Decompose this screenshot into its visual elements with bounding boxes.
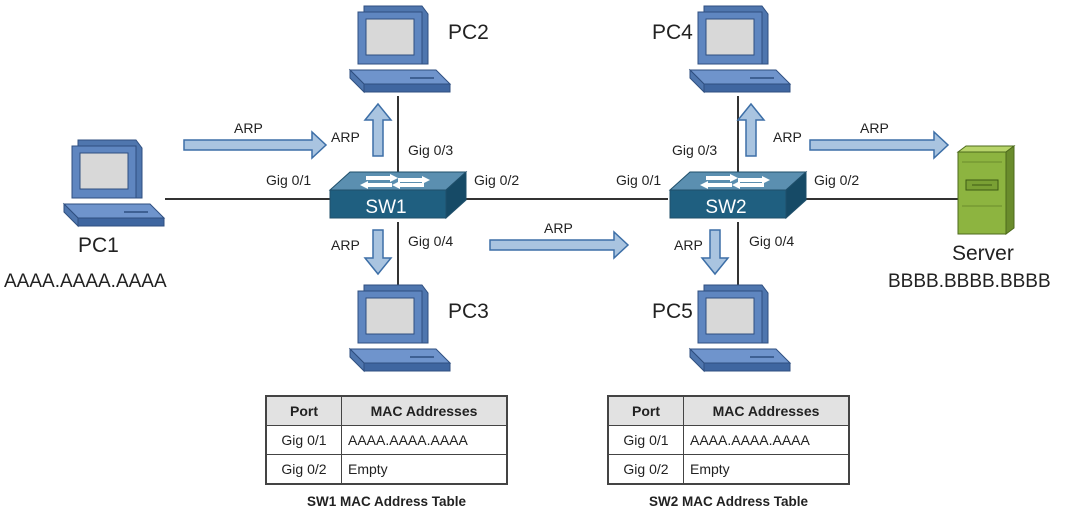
pc1-mac: AAAA.AAAA.AAAA (4, 271, 167, 292)
port-cell: Gig 0/2 (265, 454, 342, 485)
arp-label-pc1: ARP (234, 120, 263, 136)
port-cell: Gig 0/1 (607, 425, 684, 455)
sw1-port-g04-label: Gig 0/4 (408, 233, 453, 249)
arp-label-pc4: ARP (773, 129, 802, 145)
arp-label-pc5: ARP (674, 237, 703, 253)
sw1-table-caption: SW1 MAC Address Table (306, 494, 467, 509)
arp-arrow-sw2-to-server (809, 130, 950, 160)
pc3-name: PC3 (448, 300, 489, 323)
sw2-port-g02-label: Gig 0/2 (814, 172, 859, 188)
pc2-name: PC2 (448, 21, 489, 44)
switch-sw2-icon: SW2 (669, 171, 807, 219)
arp-arrow-sw2-to-pc4 (736, 102, 766, 157)
arp-label-between: ARP (544, 220, 573, 236)
sw2-port-g04-label: Gig 0/4 (749, 233, 794, 249)
arp-arrow-pc1-to-sw1 (183, 130, 328, 160)
arp-label-pc3: ARP (331, 237, 360, 253)
sw1-label: SW1 (365, 197, 406, 218)
arp-arrow-sw2-to-pc5 (700, 229, 730, 276)
mac-header: MAC Addresses (341, 395, 508, 426)
sw1-port-g01-label: Gig 0/1 (266, 172, 311, 188)
pc2-icon (349, 5, 451, 93)
port-cell: Gig 0/1 (265, 425, 342, 455)
pc4-icon (689, 5, 791, 93)
table-header-row: Port MAC Addresses (265, 395, 508, 426)
mac-cell: AAAA.AAAA.AAAA (341, 425, 508, 455)
table-row: Gig 0/2 Empty (265, 454, 508, 485)
port-cell: Gig 0/2 (607, 454, 684, 485)
sw1-mac-table: Port MAC Addresses Gig 0/1 AAAA.AAAA.AAA… (265, 395, 508, 485)
arp-arrow-sw1-to-sw2 (489, 230, 630, 260)
pc3-icon (349, 284, 451, 372)
pc4-name: PC4 (652, 21, 693, 44)
pc1-name: PC1 (78, 234, 119, 257)
mac-cell: AAAA.AAAA.AAAA (683, 425, 850, 455)
port-header: Port (265, 395, 342, 426)
server-icon (956, 145, 1016, 235)
arp-label-server: ARP (860, 120, 889, 136)
network-links (165, 96, 958, 288)
server-mac: BBBB.BBBB.BBBB (888, 271, 1051, 292)
server-name: Server (952, 242, 1014, 265)
sw2-mac-table: Port MAC Addresses Gig 0/1 AAAA.AAAA.AAA… (607, 395, 850, 485)
arp-arrows (183, 102, 950, 276)
table-row: Gig 0/1 AAAA.AAAA.AAAA (265, 425, 508, 455)
sw1-port-g03-label: Gig 0/3 (408, 142, 453, 158)
arp-arrow-sw1-to-pc3 (363, 229, 393, 276)
mac-cell: Empty (341, 454, 508, 485)
pc5-icon (689, 284, 791, 372)
port-header: Port (607, 395, 684, 426)
sw2-table-caption: SW2 MAC Address Table (648, 494, 809, 509)
sw2-port-g01-label: Gig 0/1 (616, 172, 661, 188)
pc5-name: PC5 (652, 300, 693, 323)
table-header-row: Port MAC Addresses (607, 395, 850, 426)
table-row: Gig 0/2 Empty (607, 454, 850, 485)
arp-arrow-sw1-to-pc2 (363, 102, 393, 157)
table-row: Gig 0/1 AAAA.AAAA.AAAA (607, 425, 850, 455)
arp-label-pc2: ARP (331, 129, 360, 145)
switch-sw1-icon: SW1 (329, 171, 467, 219)
mac-header: MAC Addresses (683, 395, 850, 426)
sw2-port-g03-label: Gig 0/3 (672, 142, 717, 158)
sw2-label: SW2 (705, 197, 746, 218)
pc1-icon (63, 139, 165, 227)
mac-cell: Empty (683, 454, 850, 485)
sw1-port-g02-label: Gig 0/2 (474, 172, 519, 188)
